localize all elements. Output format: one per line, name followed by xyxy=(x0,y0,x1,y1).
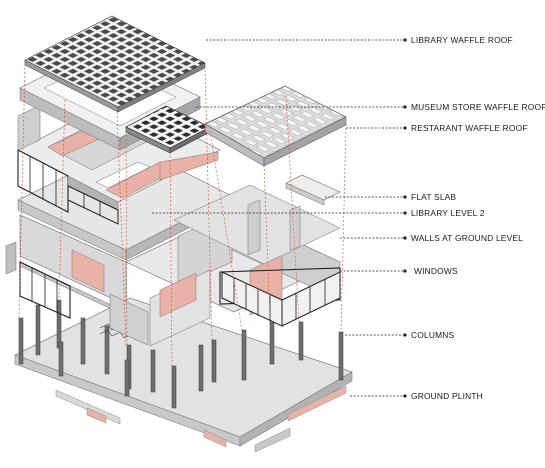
windows xyxy=(19,261,341,327)
label-walls-at-ground-level: WALLS AT GROUND LEVEL xyxy=(411,233,524,243)
flat-slab xyxy=(285,174,341,206)
label-museum-store-waffle-roof: MUSEUM STORE WAFFLE ROOF xyxy=(411,102,545,112)
label-library-level-2: LIBRARY LEVEL 2 xyxy=(411,208,485,218)
label-windows: WINDOWS xyxy=(414,266,458,276)
ground-plinth xyxy=(14,297,353,453)
leader-lines xyxy=(152,39,404,397)
library-waffle-roof xyxy=(24,15,206,113)
label-flat-slab: FLAT SLAB xyxy=(411,192,457,202)
leader-dots xyxy=(403,38,407,398)
label-ground-plinth: GROUND PLINTH xyxy=(411,391,483,401)
label-library-waffle-roof: LIBRARY WAFFLE ROOF xyxy=(411,35,513,45)
label-restaurant-waffle-roof: RESTARANT WAFFLE ROOF xyxy=(411,123,528,133)
label-columns: COLUMNS xyxy=(411,330,455,340)
vertical-guides xyxy=(18,63,347,367)
restaurant-waffle-roof xyxy=(204,85,347,167)
